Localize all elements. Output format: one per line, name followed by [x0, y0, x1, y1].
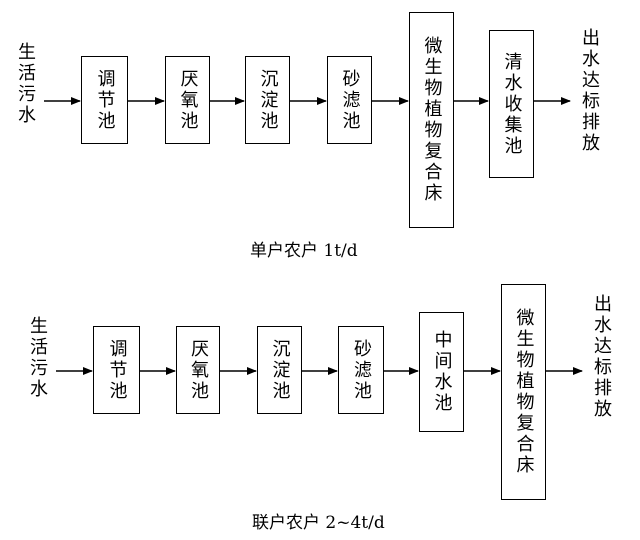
stage-label-top-2: 厌氧池: [177, 68, 199, 132]
caption-bottom: 联户农户 2~4t/d: [252, 513, 385, 533]
stage-box-bottom-6: 微生物植物复合床: [501, 284, 546, 500]
stage-box-top-4: 砂滤池: [327, 56, 372, 144]
stage-label-bottom-1: 调节池: [106, 338, 128, 402]
stage-label-top-5: 微生物植物复合床: [421, 36, 443, 204]
stage-box-bottom-5: 中间水池: [419, 312, 464, 432]
stage-box-top-6: 清水收集池: [489, 30, 534, 178]
stage-label-bottom-4: 砂滤池: [351, 338, 372, 402]
stage-box-bottom-3: 沉淀池: [257, 326, 302, 414]
stage-label-bottom-5: 中间水池: [431, 330, 453, 414]
stage-label-bottom-3: 沉淀池: [269, 338, 291, 402]
output-label-bottom: 出水达标排放: [591, 294, 612, 420]
stage-box-bottom-1: 调节池: [93, 326, 140, 414]
stage-box-bottom-2: 厌氧池: [176, 326, 220, 414]
stage-label-bottom-6: 微生物植物复合床: [513, 308, 535, 476]
stage-label-top-6: 清水收集池: [501, 51, 523, 157]
caption-top: 单户农户 1t/d: [250, 241, 358, 261]
stage-box-top-5: 微生物植物复合床: [409, 12, 454, 228]
stage-box-bottom-4: 砂滤池: [338, 326, 384, 414]
output-label-top: 出水达标排放: [579, 28, 600, 154]
stage-label-top-1: 调节池: [94, 68, 116, 132]
input-label-top: 生活污水: [15, 42, 36, 126]
input-label-bottom: 生活污水: [27, 316, 48, 400]
stage-label-top-4: 砂滤池: [339, 68, 361, 132]
stage-label-top-3: 沉淀池: [257, 68, 279, 132]
stage-box-top-3: 沉淀池: [245, 56, 290, 144]
stage-label-bottom-2: 厌氧池: [188, 338, 209, 402]
stage-box-top-2: 厌氧池: [165, 56, 210, 144]
stage-box-top-1: 调节池: [81, 56, 128, 144]
